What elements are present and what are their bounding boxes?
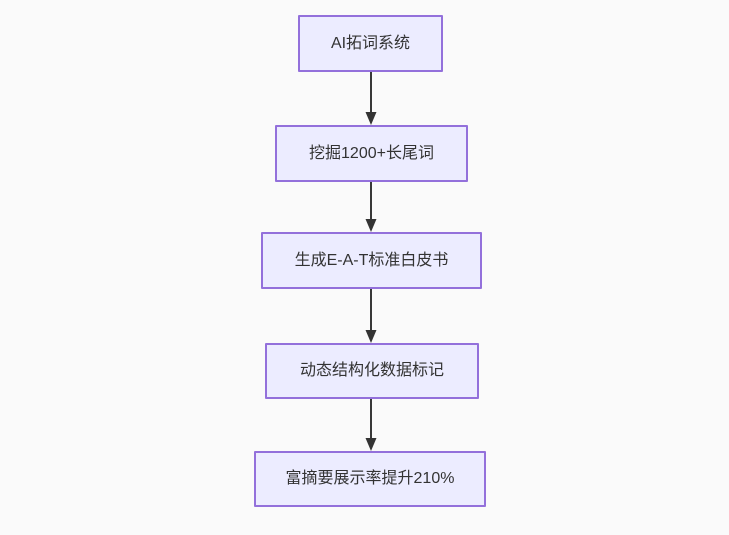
flowchart-node-rich-snippet-result: 富摘要展示率提升210%	[254, 451, 486, 507]
node-label: 挖掘1200+长尾词	[309, 144, 434, 162]
node-label: 动态结构化数据标记	[299, 362, 444, 380]
arrowhead-icon	[365, 219, 377, 232]
edge-arrow-n4-n5	[365, 399, 377, 451]
flowchart-node-structured-data-markup: 动态结构化数据标记	[265, 343, 479, 399]
edge-arrow-n3-n4	[365, 289, 377, 343]
flowchart-node-ai-keyword-system: AI拓词系统	[298, 15, 443, 72]
arrowhead-icon	[365, 330, 377, 343]
flowchart-node-longtail-mining: 挖掘1200+长尾词	[275, 125, 468, 182]
edge-arrow-n1-n2	[365, 72, 377, 125]
node-label: AI拓词系统	[330, 34, 411, 52]
node-label: 富摘要展示率提升210%	[285, 470, 455, 488]
edge-arrow-n2-n3	[365, 182, 377, 232]
arrowhead-icon	[365, 112, 377, 125]
flowchart-node-eat-whitepaper: 生成E-A-T标准白皮书	[261, 232, 482, 289]
node-label: 生成E-A-T标准白皮书	[294, 251, 449, 269]
arrowhead-icon	[365, 438, 377, 451]
